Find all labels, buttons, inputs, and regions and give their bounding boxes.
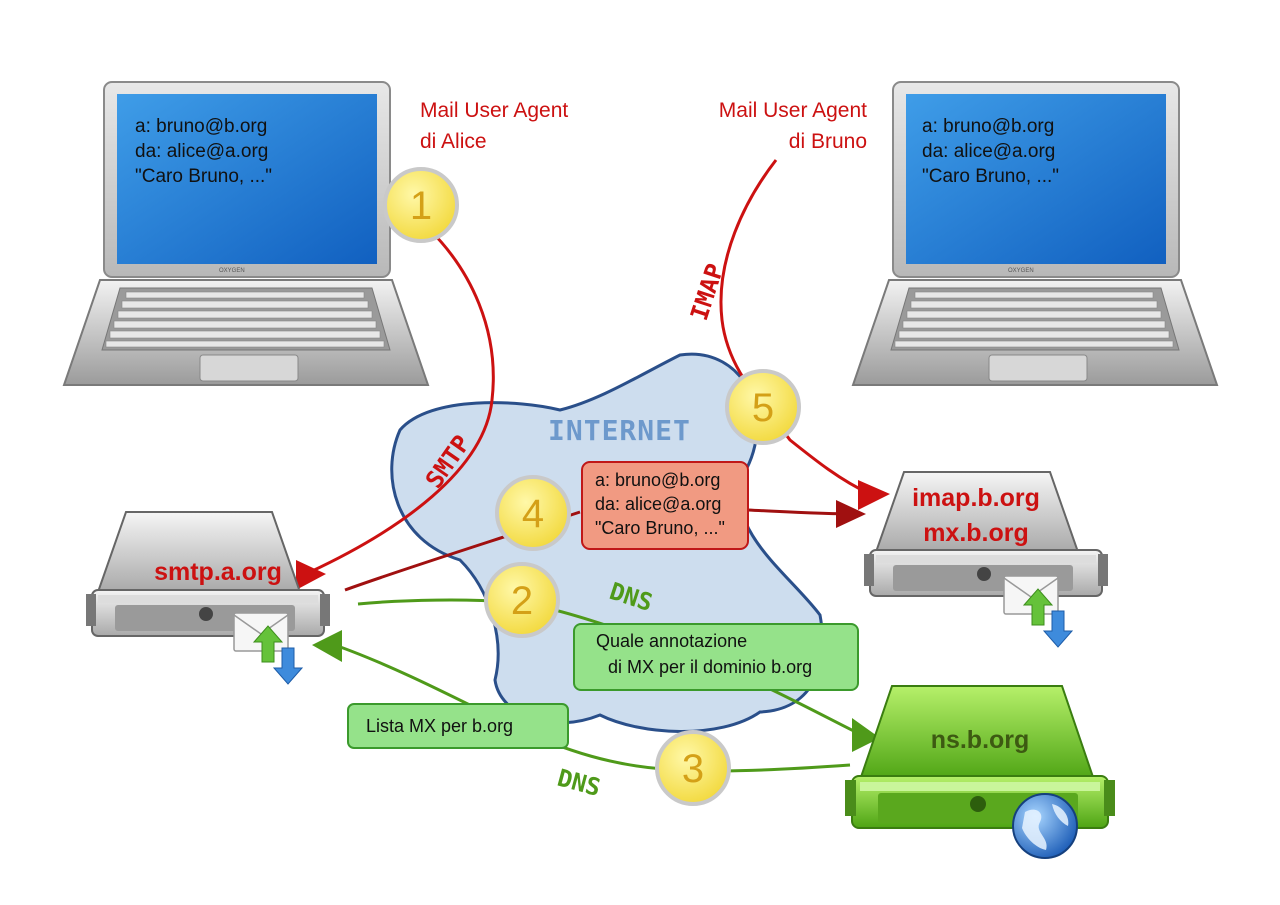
ns-server: ns.b.org bbox=[845, 685, 1115, 829]
message-box: a: bruno@b.org da: alice@a.org "Caro Bru… bbox=[581, 461, 749, 550]
smtp-server: smtp.a.org bbox=[86, 511, 330, 637]
bruno-mua-label-line1: Mail User Agent bbox=[719, 99, 867, 122]
step-4-number: 4 bbox=[522, 492, 544, 536]
message-box-from: da: alice@a.org bbox=[595, 494, 721, 514]
imap-mail-icon bbox=[1003, 575, 1074, 648]
internet-label: INTERNET bbox=[548, 414, 691, 447]
dns-query-box: Quale annotazione di MX per il dominio b… bbox=[573, 623, 859, 691]
mx-server-label: mx.b.org bbox=[923, 519, 1029, 547]
ns-server-label: ns.b.org bbox=[931, 726, 1030, 754]
alice-mua-label-line2: di Alice bbox=[420, 130, 487, 153]
alice-brand: OXYGEN bbox=[219, 268, 245, 274]
alice-screen bbox=[117, 94, 377, 264]
bruno-screen-body: "Caro Bruno, ..." bbox=[922, 166, 1059, 187]
step-5-number: 5 bbox=[752, 386, 774, 430]
bruno-laptop: OXYGEN a: bruno@b.org da: alice@a.org "C… bbox=[851, 81, 1219, 386]
smtp-server-label: smtp.a.org bbox=[154, 558, 282, 586]
step-3-badge: 3 bbox=[655, 730, 731, 806]
bruno-brand: OXYGEN bbox=[1008, 268, 1034, 274]
imap-server-label: imap.b.org bbox=[912, 484, 1040, 512]
message-box-body: "Caro Bruno, ..." bbox=[595, 518, 725, 538]
step-5-badge: 5 bbox=[725, 369, 801, 445]
bruno-screen bbox=[906, 94, 1166, 264]
bruno-mua-label-line2: di Bruno bbox=[789, 130, 867, 153]
bruno-screen-from: da: alice@a.org bbox=[922, 141, 1055, 162]
step-3-number: 3 bbox=[682, 747, 704, 791]
dns-reply-line bbox=[325, 640, 851, 773]
step-1-number: 1 bbox=[410, 184, 432, 228]
smtp-arrow-head bbox=[296, 560, 326, 590]
dns-reply-protocol-label: DNS bbox=[554, 764, 603, 802]
dns-reply-arrow-head bbox=[312, 630, 342, 662]
smtp-line-alice bbox=[309, 228, 495, 574]
dns-query-text-line2: di MX per il dominio b.org bbox=[608, 657, 812, 677]
globe-icon bbox=[1012, 793, 1078, 859]
alice-screen-from: da: alice@a.org bbox=[135, 141, 268, 162]
imap-line-bruno bbox=[719, 159, 871, 496]
message-box-to: a: bruno@b.org bbox=[595, 470, 720, 490]
alice-mua-label-line1: Mail User Agent bbox=[420, 99, 568, 122]
dns-query-arrow-head bbox=[852, 718, 880, 752]
step-2-badge: 2 bbox=[484, 562, 560, 638]
dns-reply-box: Lista MX per b.org bbox=[347, 703, 569, 749]
relay-arrow-head bbox=[836, 500, 866, 528]
step-2-number: 2 bbox=[511, 579, 533, 623]
smtp-mail-icon bbox=[233, 612, 304, 685]
dns-reply-text: Lista MX per b.org bbox=[366, 716, 513, 736]
bruno-screen-to: a: bruno@b.org bbox=[922, 116, 1054, 137]
dns-query-text-line1: Quale annotazione bbox=[596, 631, 747, 651]
alice-screen-body: "Caro Bruno, ..." bbox=[135, 166, 272, 187]
step-1-badge: 1 bbox=[383, 167, 459, 243]
alice-laptop: OXYGEN a: bruno@b.org da: alice@a.org "C… bbox=[62, 81, 430, 386]
imap-mx-server: imap.b.org mx.b.org bbox=[864, 471, 1108, 597]
step-4-badge: 4 bbox=[495, 475, 571, 551]
alice-screen-to: a: bruno@b.org bbox=[135, 116, 267, 137]
imap-arrow-head bbox=[858, 480, 890, 510]
